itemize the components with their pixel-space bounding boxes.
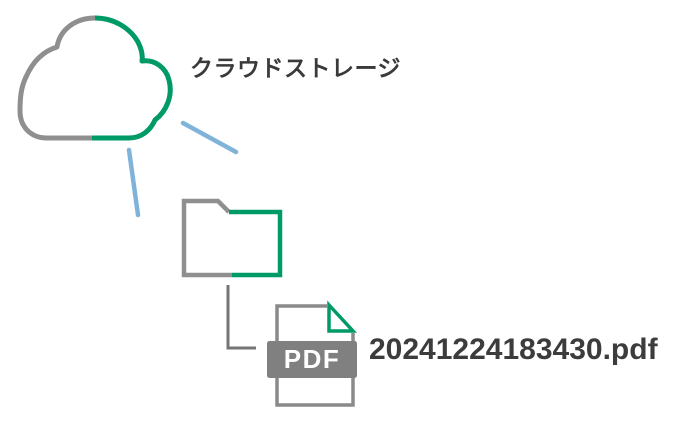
- cloud-connector-line-left: [126, 147, 141, 218]
- cloud-connector-line-right: [180, 120, 239, 155]
- folder-to-file-connector: [226, 285, 256, 350]
- folder-outline-gray-half: [181, 198, 232, 278]
- cloud-outline-gray-half: [17, 15, 96, 141]
- folder-outline-green-half: [229, 209, 283, 278]
- folder-icon: [181, 198, 283, 278]
- cloud-outline-green-half: [92, 15, 173, 141]
- pdf-badge-band: [267, 341, 357, 378]
- pdf-page-outline: [275, 304, 355, 407]
- cloud-storage-label: クラウドストレージ: [190, 55, 402, 81]
- file-name-label: 20241224183430.pdf: [369, 333, 658, 366]
- pdf-fold-corner-icon: [327, 300, 357, 333]
- pdf-file-icon: [267, 300, 357, 407]
- pdf-badge-label: PDF: [283, 344, 341, 374]
- cloud-icon: [17, 15, 173, 141]
